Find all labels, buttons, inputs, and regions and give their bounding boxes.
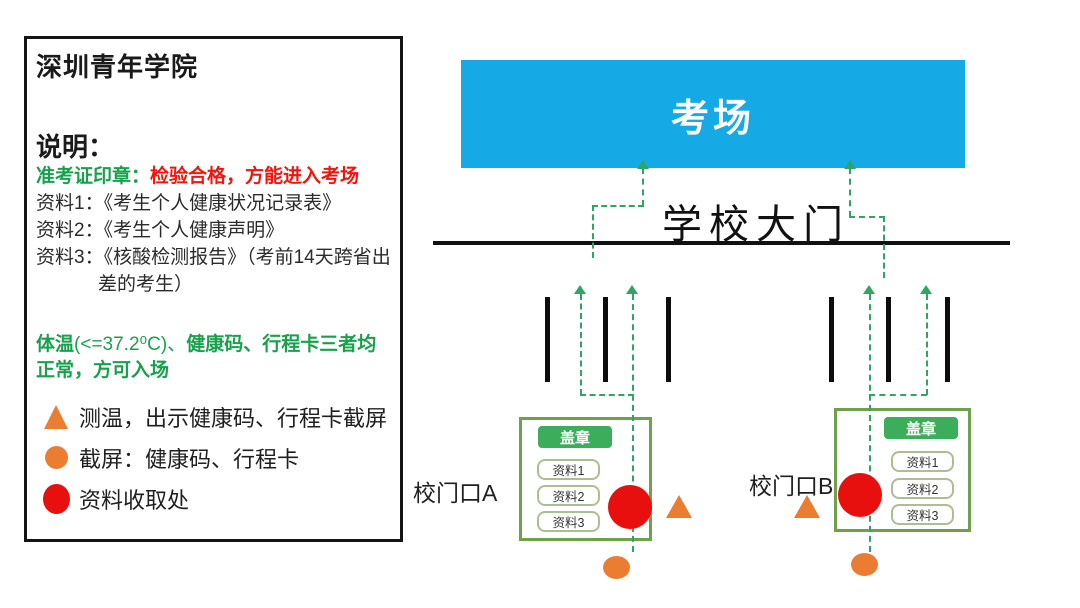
material-3-text: 《核酸检测报告》（考前14天跨省出差的考生） xyxy=(98,247,391,295)
legend-item-screenshot: 截屏：健康码、行程卡 xyxy=(33,437,393,478)
material-2-label: 资料2： xyxy=(36,220,104,241)
stamp-note-text: 检验合格，方能进入考场 xyxy=(150,166,360,187)
red-circle-icon xyxy=(33,483,79,514)
route-segment xyxy=(869,394,927,396)
legend-item-document-collection: 资料收取处 xyxy=(33,478,393,519)
material-1-text: 《考生个人健康状况记录表》 xyxy=(103,193,342,214)
route-segment xyxy=(869,294,871,552)
legend-label: 测温，出示健康码、行程卡截屏 xyxy=(79,405,388,431)
materials-list: 资料1：《考生个人健康状况记录表》 资料2：《考生个人健康声明》 资料3：《核酸… xyxy=(36,190,394,298)
stamp-note-label: 准考证印章： xyxy=(36,166,151,187)
temperature-check-point-b xyxy=(794,495,820,518)
info-panel: 深圳青年学院 说明： 准考证印章：检验合格，方能进入考场 资料1：《考生个人健康… xyxy=(24,36,403,542)
legend: 测温，出示健康码、行程卡截屏 截屏：健康码、行程卡 资料收取处 xyxy=(33,396,393,519)
material-1-label: 资料1： xyxy=(36,193,104,214)
route-segment xyxy=(592,205,594,258)
gate-a-label: 校门口A xyxy=(413,480,498,506)
route-segment xyxy=(849,168,851,217)
stamp-note: 准考证印章：检验合格，方能进入考场 xyxy=(36,165,392,189)
lane-barrier xyxy=(945,297,950,382)
route-segment xyxy=(580,294,582,395)
material-item-1: 资料1：《考生个人健康状况记录表》 xyxy=(36,190,394,217)
route-segment xyxy=(580,394,634,396)
route-segment xyxy=(632,294,634,552)
lane-arrow xyxy=(574,285,586,294)
stamp-chip: 盖章 xyxy=(538,426,612,448)
material-2-tag: 资料2 xyxy=(537,485,600,506)
temperature-note: 体温(<=37.2⁰C)、健康码、行程卡三者均正常，方可入场 xyxy=(36,332,394,384)
lane-barrier xyxy=(886,297,891,382)
temperature-note-suffix: 健康码、行程卡三者均正常，方可入场 xyxy=(36,334,377,381)
gate-b-label: 校门口B xyxy=(749,473,834,499)
route-segment xyxy=(926,294,928,395)
route-arrow-into-exam-room xyxy=(844,160,856,169)
temperature-note-condition: (<=37.2⁰C)、 xyxy=(74,334,187,355)
material-3-tag: 资料3 xyxy=(537,511,600,532)
legend-item-temperature-check: 测温，出示健康码、行程卡截屏 xyxy=(33,396,393,437)
lane-arrow xyxy=(626,285,638,294)
exam-room-label: 考场 xyxy=(670,97,755,140)
lane-barrier xyxy=(603,297,608,382)
route-arrow-into-exam-room xyxy=(637,160,649,169)
stamp-station-a: 盖章 资料1 资料2 资料3 xyxy=(519,417,652,541)
school-gate-line xyxy=(433,241,1010,245)
screenshot-point-b xyxy=(851,553,878,576)
orange-circle-icon xyxy=(33,446,79,469)
stamp-chip: 盖章 xyxy=(884,417,958,439)
material-3-label: 资料3： xyxy=(36,247,104,268)
route-segment xyxy=(642,168,644,206)
school-title: 深圳青年学院 xyxy=(36,52,199,82)
lane-barrier xyxy=(829,297,834,382)
lane-arrow xyxy=(920,285,932,294)
lane-arrow xyxy=(863,285,875,294)
material-2-tag: 资料2 xyxy=(891,478,954,499)
material-item-3: 资料3：《核酸检测报告》（考前14天跨省出差的考生） xyxy=(36,244,394,298)
route-segment xyxy=(849,216,885,218)
document-collection-point-b xyxy=(838,473,882,517)
legend-label: 资料收取处 xyxy=(79,487,190,513)
material-2-text: 《考生个人健康声明》 xyxy=(103,220,285,241)
material-1-tag: 资料1 xyxy=(891,451,954,472)
lane-barrier xyxy=(666,297,671,382)
route-segment xyxy=(592,205,644,207)
temperature-check-point-a xyxy=(666,495,692,518)
lane-barrier xyxy=(545,297,550,382)
legend-label: 截屏：健康码、行程卡 xyxy=(79,446,300,472)
notes-heading: 说明： xyxy=(36,132,115,162)
material-item-2: 资料2：《考生个人健康声明》 xyxy=(36,217,394,244)
document-collection-point-a xyxy=(608,485,652,529)
school-gate-label: 学校大门 xyxy=(662,203,850,247)
material-3-tag: 资料3 xyxy=(891,504,954,525)
material-1-tag: 资料1 xyxy=(537,459,600,480)
orange-triangle-icon xyxy=(33,404,79,429)
exam-room-box: 考场 xyxy=(461,60,965,168)
route-segment xyxy=(883,216,885,278)
screenshot-point-a xyxy=(603,556,630,579)
temperature-note-prefix: 体温 xyxy=(36,334,75,355)
